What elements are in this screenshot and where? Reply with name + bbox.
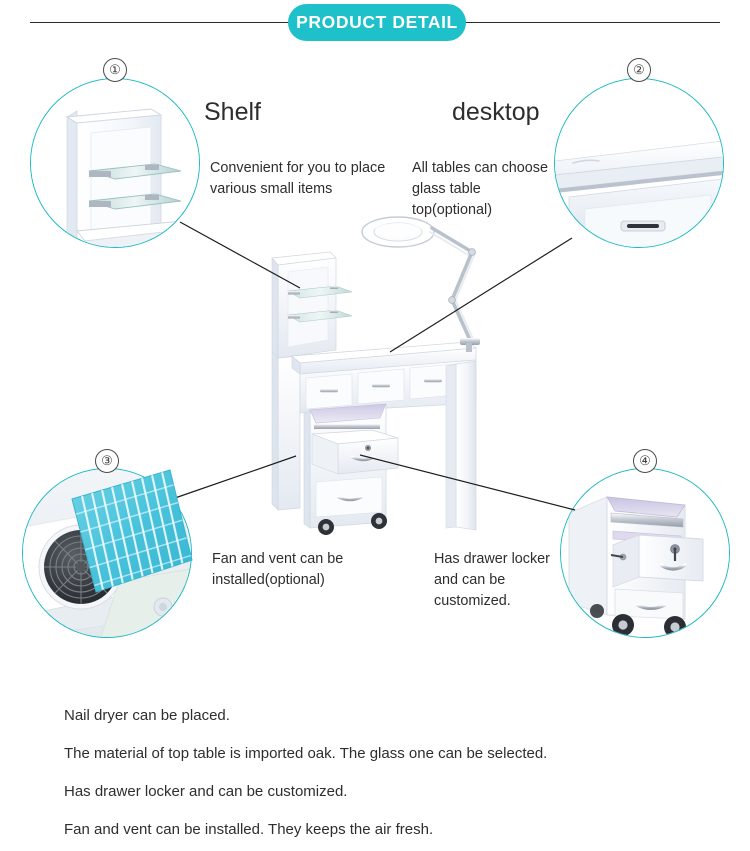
callout-text-4: Has drawer locker and can be customized. — [434, 551, 550, 609]
header-rule-left — [30, 22, 290, 23]
desktop-surface-and-drawer-photo — [555, 79, 723, 247]
rolling-drawer-cabinet-photo — [561, 469, 729, 637]
callout-circle-4 — [560, 468, 730, 638]
header-rule-right — [462, 22, 720, 23]
page-header: PRODUCT DETAIL — [0, 0, 750, 46]
callout-badge-2: ② — [627, 58, 651, 82]
product-desktop-and-drawers — [291, 341, 477, 531]
bottom-note-2: The material of top table is imported oa… — [64, 745, 548, 762]
product-glass-shelf-lower — [287, 309, 353, 323]
product-rolling-cabinet — [303, 403, 399, 535]
callout-heading-desktop: desktop — [452, 98, 540, 126]
connector-line-4 — [359, 454, 576, 511]
callout-circle-3 — [22, 468, 192, 638]
product-shelf-tower — [271, 251, 353, 511]
callout-badge-4: ④ — [633, 449, 657, 473]
callout-text-3: Fan and vent can be installed(optional) — [212, 551, 344, 588]
connector-line-2 — [389, 237, 573, 353]
connector-line-1 — [179, 221, 301, 289]
bottom-note-1: Nail dryer can be placed. — [64, 707, 230, 724]
product-magnifying-lamp — [361, 216, 480, 352]
bottom-note-4: Fan and vent can be installed. They keep… — [64, 821, 434, 838]
callout-circle-2 — [554, 78, 724, 248]
shelf-with-glass-shelves-photo — [31, 79, 199, 247]
callout-text-1: Convenient for you to place various smal… — [210, 160, 386, 197]
connector-line-3 — [174, 455, 297, 499]
page-title: PRODUCT DETAIL — [288, 4, 466, 41]
callout-heading-shelf: Shelf — [204, 98, 261, 126]
callout-badge-1: ① — [103, 58, 127, 82]
callout-badge-3: ③ — [95, 449, 119, 473]
callout-circle-1 — [30, 78, 200, 248]
fan-and-vent-grille-photo — [23, 469, 191, 637]
callout-text-2: All tables can choose glass table top(op… — [412, 160, 548, 218]
product-glass-shelf-upper — [287, 285, 353, 299]
bottom-note-3: Has drawer locker and can be customized. — [64, 783, 348, 800]
